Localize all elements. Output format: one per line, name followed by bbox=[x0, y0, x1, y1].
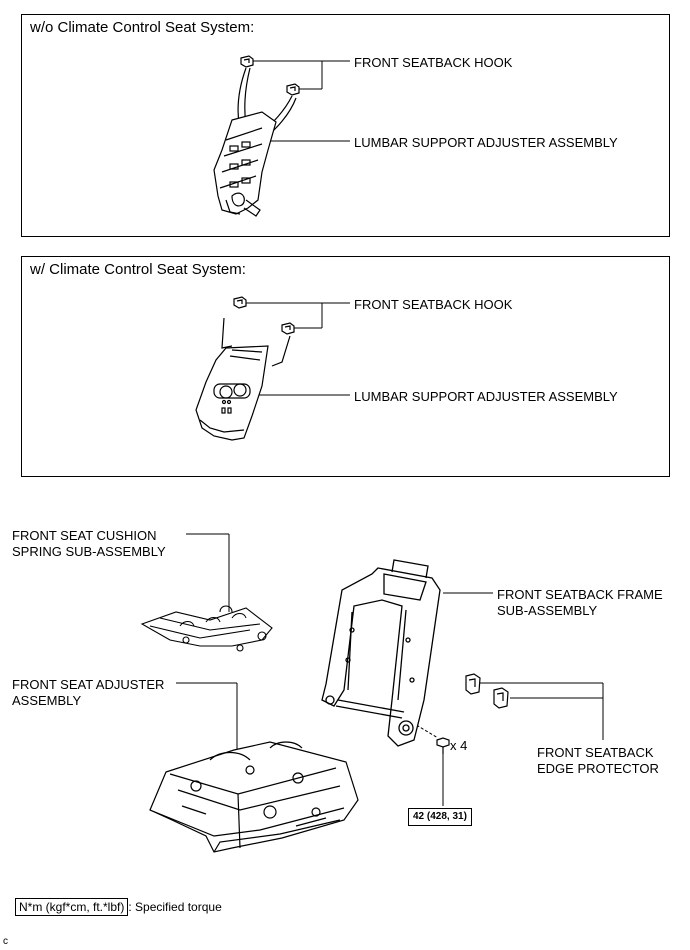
bolt-icon bbox=[436, 737, 450, 754]
label-edge-protector-line1: FRONT SEATBACK bbox=[537, 745, 654, 760]
label-edge-protector-line2: EDGE PROTECTOR bbox=[537, 761, 659, 776]
lumbar-support-adjuster-icon bbox=[213, 67, 297, 217]
panel-title: w/ Climate Control Seat System: bbox=[30, 261, 246, 278]
label-front-seatback-hook: FRONT SEATBACK HOOK bbox=[354, 55, 513, 70]
panel-with-climate-control: w/ Climate Control Seat System: bbox=[21, 256, 670, 477]
label-seatback-frame-line2: SUB-ASSEMBLY bbox=[497, 603, 598, 618]
label-seat-adjuster-line2: ASSEMBLY bbox=[12, 693, 82, 708]
seat-adjuster-icon bbox=[149, 741, 359, 853]
edge-protector-icon bbox=[493, 687, 509, 709]
label-seat-adjuster-line1: FRONT SEAT ADJUSTER bbox=[12, 677, 165, 692]
label-seatback-frame-line1: FRONT SEATBACK FRAME bbox=[497, 587, 663, 602]
label-cushion-spring-line2: SPRING SUB-ASSEMBLY bbox=[12, 544, 166, 559]
label-front-seatback-hook: FRONT SEATBACK HOOK bbox=[354, 297, 513, 312]
panel-without-climate-control: w/o Climate Control Seat System: bbox=[21, 14, 670, 237]
hook-part-icon bbox=[281, 322, 295, 335]
label-lumbar-support-adjuster: LUMBAR SUPPORT ADJUSTER ASSEMBLY bbox=[354, 135, 618, 150]
leader-lines-panel2 bbox=[245, 302, 350, 396]
lumbar-support-adjuster-icon bbox=[195, 317, 291, 441]
label-lumbar-support-adjuster: LUMBAR SUPPORT ADJUSTER ASSEMBLY bbox=[354, 389, 618, 404]
hook-part-icon bbox=[286, 83, 300, 96]
leader-lines-panel1 bbox=[252, 60, 350, 142]
torque-spec-box: 42 (428, 31) bbox=[408, 808, 472, 826]
corner-mark: c bbox=[3, 936, 8, 947]
label-cushion-spring-line1: FRONT SEAT CUSHION bbox=[12, 528, 157, 543]
edge-protector-icon bbox=[465, 673, 481, 695]
legend: N*m (kgf*cm, ft.*lbf): Specified torque bbox=[15, 898, 222, 916]
panel-title: w/o Climate Control Seat System: bbox=[30, 19, 255, 36]
cushion-spring-icon bbox=[140, 605, 273, 652]
legend-unit-box: N*m (kgf*cm, ft.*lbf) bbox=[15, 898, 129, 916]
hook-part-icon bbox=[233, 296, 247, 309]
hook-part-icon bbox=[240, 55, 254, 68]
seatback-frame-icon bbox=[321, 559, 441, 747]
label-bolt-quantity: x 4 bbox=[450, 738, 468, 753]
legend-text: : Specified torque bbox=[128, 900, 222, 914]
